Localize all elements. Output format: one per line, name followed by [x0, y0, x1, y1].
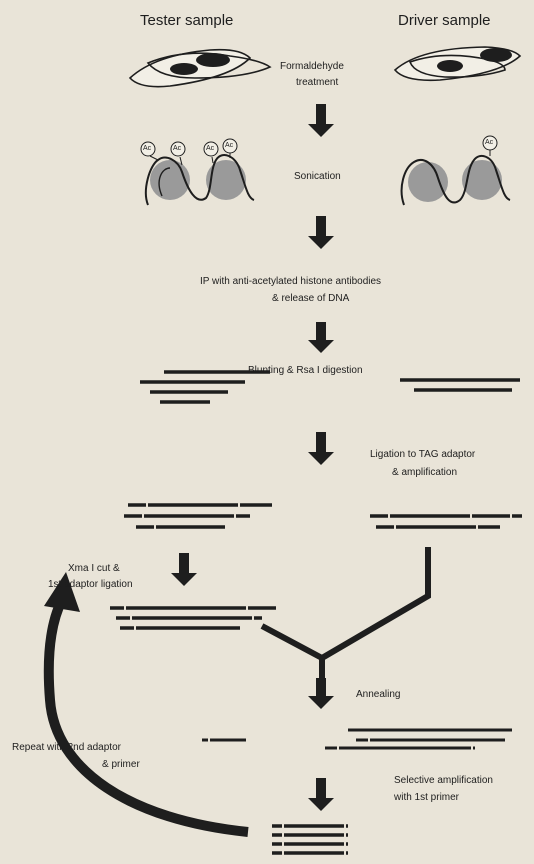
step-selective-line1: Selective amplification: [394, 774, 493, 788]
dna-fragments-tester-ligated: [110, 608, 278, 628]
step-annealing: Annealing: [356, 688, 400, 702]
driver-cells: [395, 47, 520, 80]
step-ip-line2: & release of DNA: [272, 292, 349, 306]
step-formaldehyde-line2: treatment: [296, 76, 338, 90]
arrow-down-1: [308, 104, 334, 137]
step-formaldehyde-line1: Formaldehyde: [280, 60, 344, 74]
tester-sample-title: Tester sample: [140, 12, 233, 30]
dna-fragments-amplified: [272, 826, 348, 853]
driver-chromatin: [402, 136, 510, 205]
dna-fragments-annealed: [202, 730, 512, 748]
arrow-down-6: [308, 678, 334, 709]
dna-fragments-driver-tagged: [370, 516, 522, 527]
arrow-down-5: [171, 553, 197, 586]
merge-lines: [262, 547, 428, 680]
tester-chromatin: [141, 139, 254, 205]
step-selective-line2: with 1st primer: [394, 791, 459, 805]
step-ligation-line1: Ligation to TAG adaptor: [370, 448, 475, 462]
step-repeat-line2: & primer: [102, 758, 140, 772]
step-blunting: Blunting & Rsa I digestion: [248, 364, 363, 378]
step-xma-line2: 1st adaptor ligation: [48, 578, 133, 592]
arrow-down-2: [308, 216, 334, 249]
repeat-loop-arrow: [44, 572, 248, 832]
step-ip-line1: IP with anti-acetylated histone antibodi…: [200, 275, 381, 289]
driver-sample-title: Driver sample: [398, 12, 491, 30]
acetyl-label: Ac: [225, 139, 233, 153]
step-sonication: Sonication: [294, 170, 341, 184]
arrow-down-7: [308, 778, 334, 811]
acetyl-label: Ac: [485, 136, 493, 150]
step-ligation-line2: & amplification: [392, 466, 457, 480]
step-xma-line1: Xma I cut &: [68, 562, 120, 576]
arrow-down-3: [308, 322, 334, 353]
acetyl-label: Ac: [206, 142, 214, 156]
arrow-down-4: [308, 432, 334, 465]
acetyl-label: Ac: [173, 142, 181, 156]
dna-fragments-tester-tagged: [124, 505, 272, 527]
dna-fragments-driver-blunted: [400, 380, 520, 390]
tester-cells: [130, 50, 270, 87]
flow-arrows: [171, 104, 334, 811]
acetyl-label: Ac: [143, 142, 151, 156]
step-repeat-line1: Repeat with 2nd adaptor: [12, 741, 121, 755]
